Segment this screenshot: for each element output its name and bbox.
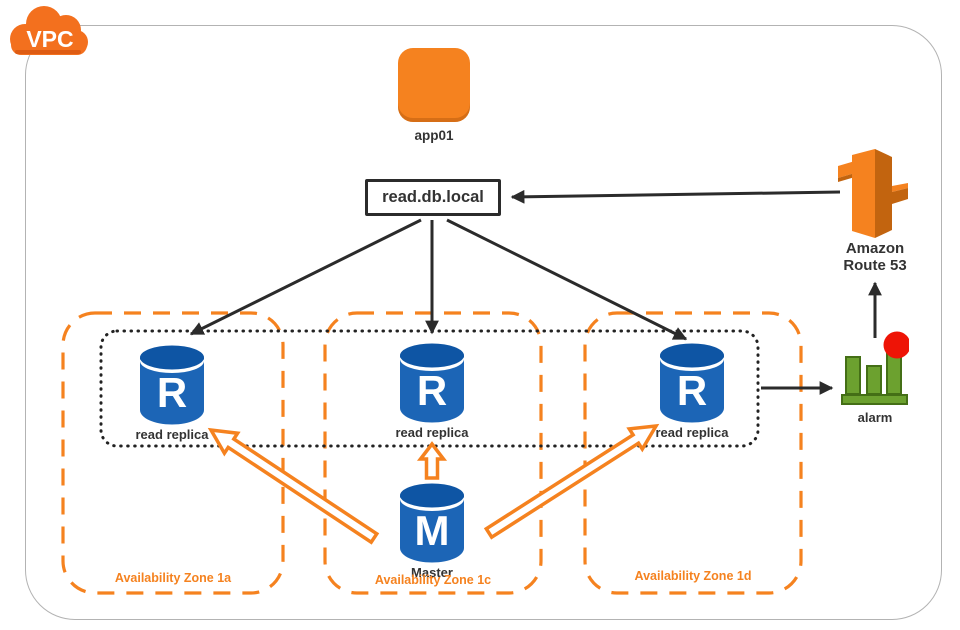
- read-replica-3: R read replica: [656, 342, 729, 440]
- alarm-label: alarm: [857, 410, 893, 425]
- master-database: M Master: [399, 482, 465, 580]
- route53-to-dns-arrow: [510, 189, 841, 204]
- read-replica-1: R read replica: [136, 344, 209, 442]
- dns-to-replica1-arrow: [189, 218, 422, 336]
- route53-icon: [838, 149, 908, 238]
- zone-1c-label: Availability Zone 1c: [374, 573, 492, 587]
- read-replica-2: R read replica: [396, 342, 469, 440]
- zone-1a-border: [61, 311, 285, 595]
- zone-1d-label: Availability Zone 1d: [634, 569, 752, 583]
- dns-endpoint-box: read.db.local: [365, 179, 501, 216]
- master-to-replica1-replication-arrow: [207, 427, 380, 545]
- replica-letter: R: [417, 367, 447, 414]
- replica-label: read replica: [395, 425, 469, 440]
- alarm-red-dot: [883, 331, 909, 359]
- master-to-replica2-replication-arrow: [416, 441, 448, 480]
- database-icon: R: [400, 343, 464, 423]
- vpc-boundary: [25, 25, 942, 620]
- replica-label: read replica: [655, 425, 729, 440]
- vpc-label: VPC: [26, 26, 73, 52]
- route53-label: Amazon Route 53: [843, 240, 907, 274]
- database-icon: M: [400, 483, 464, 563]
- database-icon: R: [660, 343, 724, 423]
- master-letter: M: [415, 507, 450, 554]
- replica-letter: R: [157, 369, 187, 416]
- zone-1a-label: Availability Zone 1a: [114, 571, 232, 585]
- database-icon: R: [140, 345, 204, 425]
- master-to-replica3-replication-arrow: [483, 423, 660, 540]
- replica-letter: R: [677, 367, 707, 414]
- app01-instance-icon: [398, 48, 470, 122]
- app01-label: app01: [414, 128, 454, 143]
- replica-label: read replica: [135, 427, 209, 442]
- vpc-cloud-icon: VPC: [10, 6, 88, 55]
- alarm-icon: [841, 331, 909, 405]
- master-label: Master: [411, 565, 453, 580]
- dns-to-replica3-arrow: [446, 218, 688, 341]
